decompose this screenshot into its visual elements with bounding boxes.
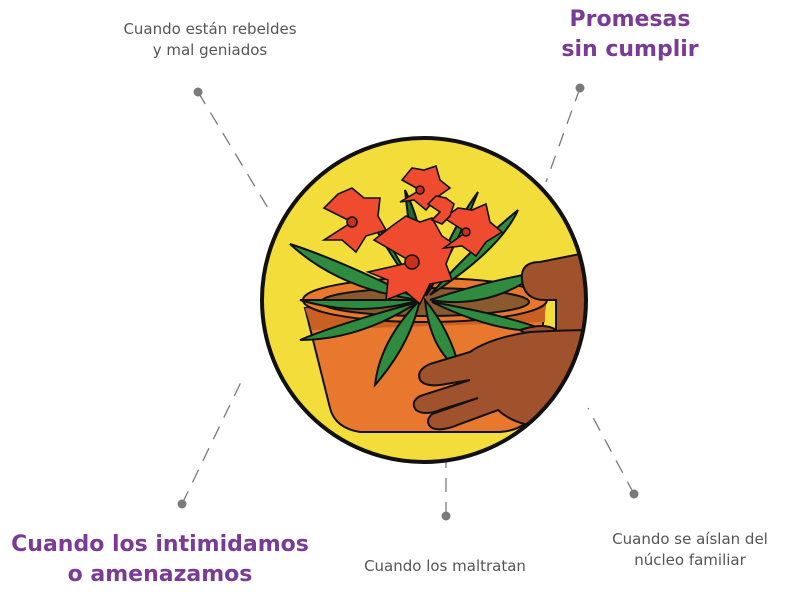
connector-bottom-left: [181, 379, 243, 505]
flower-top: [399, 164, 452, 212]
dot-bottom-center: [441, 511, 451, 521]
flower-left: [321, 187, 388, 254]
label-isolation-line1: Cuando se aíslan del: [612, 530, 768, 548]
label-intimidation-line1: Cuando los intimidamos: [11, 532, 309, 557]
connector-top-right: [545, 87, 581, 183]
label-isolation-line2: núcleo familiar: [634, 551, 746, 569]
circle-outline: [260, 136, 588, 464]
label-broken-promises: Promesas sin cumplir: [540, 5, 720, 65]
connector-top-left: [197, 91, 269, 209]
connector-bottom-right: [587, 407, 635, 495]
connectors: [181, 87, 635, 516]
flowers: [321, 164, 504, 306]
label-mistreatment-line1: Cuando los maltratan: [364, 557, 526, 575]
label-rebellious-line1: Cuando están rebeldes: [123, 20, 297, 38]
label-broken-promises-line1: Promesas: [569, 7, 691, 32]
label-isolation: Cuando se aíslan del núcleo familiar: [590, 529, 790, 571]
flower-right: [441, 202, 504, 258]
label-intimidation: Cuando los intimidamos o amenazamos: [10, 530, 310, 590]
flower-main: [365, 215, 455, 306]
dot-bottom-left: [177, 499, 187, 509]
plant-scene: [289, 164, 586, 433]
label-intimidation-line2: o amenazamos: [67, 562, 253, 587]
dot-top-left: [193, 87, 203, 97]
label-mistreatment: Cuando los maltratan: [330, 556, 560, 577]
connector-dots: [177, 83, 639, 521]
flower-small: [426, 195, 455, 225]
label-rebellious: Cuando están rebeldes y mal geniados: [90, 19, 330, 61]
dot-top-right: [575, 83, 585, 93]
label-rebellious-line2: y mal geniados: [152, 41, 268, 59]
label-broken-promises-line2: sin cumplir: [561, 37, 699, 62]
dot-bottom-right: [629, 489, 639, 499]
